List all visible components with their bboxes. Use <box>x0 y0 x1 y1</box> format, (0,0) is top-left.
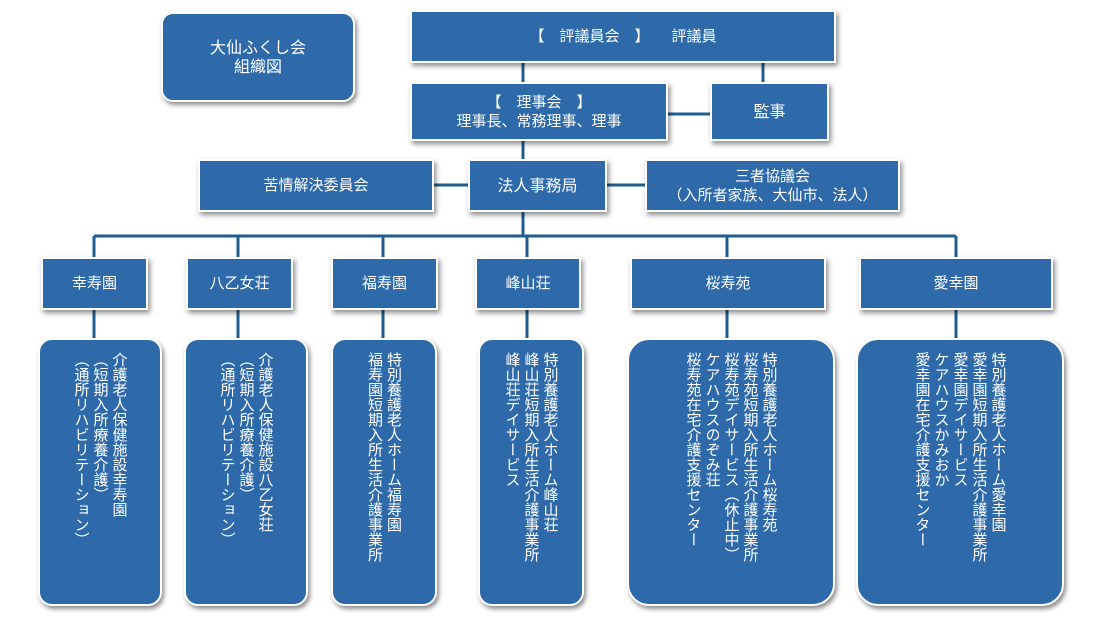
service-item: 特別養護老人ホーム愛幸園 <box>989 352 1008 532</box>
board-label: 【 理事会 】 <box>486 92 592 111</box>
tripartite-members: （入所者家族、大仙市、法人） <box>667 185 878 204</box>
council-label: 【 評議員会 】 <box>529 27 650 45</box>
complaints-label: 苦情解決委員会 <box>263 176 369 194</box>
service-item: 桜寿苑短期入所生活介護事業所 <box>741 352 760 562</box>
services-koujuen: 介護老人保健施設幸寿園 （短期入所療養介護） （通所リハビリテーション） <box>38 338 162 606</box>
service-item: ケアハウスのぞみ荘 <box>703 352 722 487</box>
facility-box-housansou: 峰山荘 <box>475 257 581 310</box>
services-list: 特別養護老人ホーム愛幸園 愛幸園短期入所生活介護事業所 愛幸園デイサービス ケア… <box>913 352 1008 562</box>
facility-box-koujuen: 幸寿園 <box>41 257 148 310</box>
services-housansou: 特別養護老人ホーム峰山荘 峰山荘短期入所生活介護事業所 峰山荘デイサービス <box>478 338 584 606</box>
service-item: 愛幸園在宅介護支援センター <box>913 352 932 547</box>
board-box: 【 理事会 】 理事長、常務理事、理事 <box>410 82 668 141</box>
service-item: 特別養護老人ホーム福寿園 <box>385 352 403 532</box>
services-list: 介護老人保健施設八乙女荘 （短期入所療養介護） （通所リハビリテーション） <box>218 352 275 547</box>
service-item: （通所リハビリテーション） <box>218 352 237 547</box>
service-item: 峰山荘短期入所生活介護事業所 <box>522 352 541 562</box>
facility-name: 峰山荘 <box>505 274 551 292</box>
org-chart-title: 大仙ふくし会 組織図 <box>161 12 355 102</box>
office-label: 法人事務局 <box>497 176 578 195</box>
services-oujuen: 特別養護老人ホーム桜寿苑 桜寿苑短期入所生活介護事業所 桜寿苑デイサービス（休止… <box>627 338 835 606</box>
facility-box-oujuen: 桜寿苑 <box>630 257 826 310</box>
service-item: （通所リハビリテーション） <box>72 352 91 547</box>
title-line-2: 組織図 <box>233 57 282 76</box>
facility-name: 福寿園 <box>361 274 407 292</box>
tripartite-label: 三者協議会 <box>734 166 810 185</box>
tripartite-council-box: 三者協議会 （入所者家族、大仙市、法人） <box>645 159 900 212</box>
services-fukujuen: 特別養護老人ホーム福寿園 福寿園短期入所生活介護事業所 <box>331 338 437 606</box>
service-item: ケアハウスかみおか <box>932 352 951 487</box>
service-item: 特別養護老人ホーム峰山荘 <box>541 352 560 532</box>
services-aikouen: 特別養護老人ホーム愛幸園 愛幸園短期入所生活介護事業所 愛幸園デイサービス ケア… <box>856 338 1064 606</box>
corporate-office-box: 法人事務局 <box>468 159 607 212</box>
services-list: 特別養護老人ホーム福寿園 福寿園短期入所生活介護事業所 <box>365 352 403 562</box>
service-item: 愛幸園短期入所生活介護事業所 <box>970 352 989 562</box>
services-list: 特別養護老人ホーム桜寿苑 桜寿苑短期入所生活介護事業所 桜寿苑デイサービス（休止… <box>684 352 779 562</box>
service-item: 介護老人保健施設幸寿園 <box>110 352 129 517</box>
facility-box-yaotomesou: 八乙女荘 <box>186 257 293 310</box>
services-list: 特別養護老人ホーム峰山荘 峰山荘短期入所生活介護事業所 峰山荘デイサービス <box>503 352 560 562</box>
facility-name: 愛幸園 <box>933 274 979 292</box>
facility-box-aikouen: 愛幸園 <box>859 257 1053 310</box>
service-item: 峰山荘デイサービス <box>503 352 522 487</box>
service-item: 愛幸園デイサービス <box>951 352 970 487</box>
services-list: 介護老人保健施設幸寿園 （短期入所療養介護） （通所リハビリテーション） <box>72 352 129 547</box>
auditor-label: 監事 <box>753 102 786 121</box>
service-item: 福寿園短期入所生活介護事業所 <box>366 352 384 562</box>
service-item: （短期入所療養介護） <box>237 352 256 502</box>
service-item: 特別養護老人ホーム桜寿苑 <box>760 352 779 532</box>
auditor-box: 監事 <box>710 82 829 141</box>
facility-box-fukujuen: 福寿園 <box>331 257 438 310</box>
facility-name: 幸寿園 <box>71 274 117 292</box>
title-line-1: 大仙ふくし会 <box>209 38 306 57</box>
service-item: 桜寿苑デイサービス（休止中） <box>722 352 741 562</box>
facility-name: 八乙女荘 <box>209 274 270 292</box>
council-box: 【 評議員会 】 評議員 <box>410 10 836 63</box>
service-item: 桜寿苑在宅介護支援センター <box>684 352 703 547</box>
complaints-committee-box: 苦情解決委員会 <box>198 159 434 212</box>
service-item: 介護老人保健施設八乙女荘 <box>256 352 275 532</box>
services-yaotomesou: 介護老人保健施設八乙女荘 （短期入所療養介護） （通所リハビリテーション） <box>184 338 308 606</box>
board-members: 理事長、常務理事、理事 <box>456 111 622 130</box>
service-item: （短期入所療養介護） <box>91 352 110 502</box>
facility-name: 桜寿苑 <box>705 274 751 292</box>
council-members: 評議員 <box>671 27 717 45</box>
